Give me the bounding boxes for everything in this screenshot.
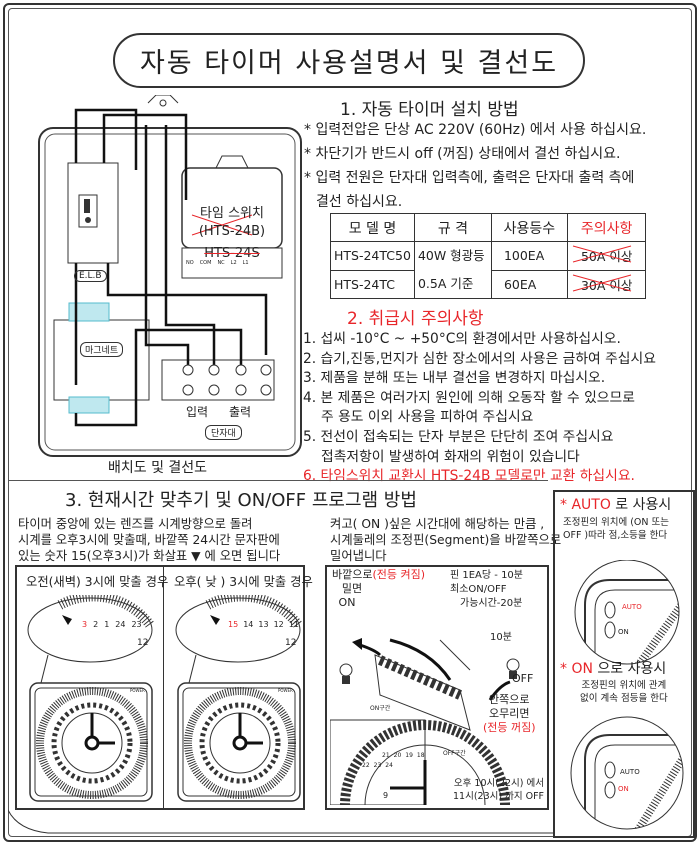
- timer-old-model: HTS-24S: [204, 246, 260, 261]
- mode-panel: [553, 490, 695, 838]
- panel-divider: [163, 565, 164, 810]
- dial-21: 21: [382, 752, 390, 759]
- panel-am-title: 오전(새벽) 3시에 맞출 경우: [26, 575, 169, 589]
- auto-switch-auto-label: AUTO: [622, 603, 642, 611]
- elb-label: E.L.B: [74, 270, 107, 282]
- example-label: 오후 10시(22시) 에서 11시(23시) 까지 OFF: [453, 778, 544, 802]
- bullet-2: * 차단기가 반드시 off (꺼짐) 상태에서 결선 하십시요.: [304, 146, 621, 162]
- magnet-contactor: [53, 302, 150, 414]
- nine-label: 9: [383, 791, 389, 800]
- dial-20: 20: [393, 752, 402, 759]
- ten-min-label: 10분: [490, 632, 512, 643]
- dial-14: 14: [243, 620, 254, 629]
- off-label: OFF: [512, 672, 534, 685]
- terminal-nc: NC: [217, 260, 225, 266]
- on-desc: 조정핀의 위치에 관계 없이 계속 점등을 한다: [580, 680, 668, 704]
- segment-panel: [325, 565, 549, 810]
- page-title: 자동 타이머 사용설명서 및 결선도: [113, 33, 585, 88]
- auto-heading: * AUTO 로 사용시: [560, 497, 672, 513]
- on-switch-illustration: [570, 716, 684, 830]
- terminal-com: COM: [199, 260, 212, 266]
- elb-breaker: [67, 162, 119, 264]
- push-out-label: 바깥으로(전등 켜짐) 밀면 ON: [332, 568, 426, 609]
- caution-6: 6. 타임스위치 교환시 HTS-24B 모델로만 교환 하십시요.: [303, 468, 635, 485]
- auto-switch-on-label: ON: [618, 628, 629, 636]
- mid-text-3: 밀어냅니다: [330, 549, 387, 563]
- bullet-3-cont: 결선 하십시요.: [316, 194, 403, 210]
- off-zone-label: OFF구간: [443, 750, 466, 757]
- caution-5: 5. 전선이 접속되는 단자 부분은 단단히 조여 주십시요: [303, 428, 614, 445]
- clock-pm-illustration: [175, 595, 303, 802]
- timer-unit: [181, 155, 283, 279]
- bottom-curve: [8, 809, 553, 834]
- terminal-no: NO: [186, 260, 194, 266]
- left-text-3: 있는 숫자 15(오후3시)가 화살표 ▼ 에 오면 됩니다: [18, 549, 281, 563]
- dial-12: 12: [273, 620, 284, 629]
- mid-text-1: 켜고( ON )싶은 시간대에 해당하는 만큼 ,: [330, 517, 545, 531]
- caution-4-cont: 주 용도 이외 사용을 피하여 주십시요: [321, 409, 534, 426]
- mid-text-2: 시계둘레의 조정핀(Segment)을 바깥쪽으로: [330, 533, 562, 547]
- auto-desc: 조정핀의 위치에 (ON 또는 OFF )따라 점,소등을 한다: [563, 517, 670, 541]
- inner-frame: [8, 8, 692, 837]
- dial-19: 19: [405, 752, 413, 759]
- on-heading: * ON 으로 사용시: [560, 661, 667, 677]
- dial-24: 24: [385, 762, 393, 769]
- auto-switch-illustration: [574, 560, 680, 665]
- pin-info: 핀 1EA당 - 10분 최소ON/OFF 가능시간-20분: [450, 570, 523, 609]
- caution-1: 1. 섭씨 -10°C ~ +50°C의 환경에서만 사용하십시오.: [303, 331, 621, 347]
- hour-12-pm: 12: [285, 638, 297, 648]
- section1-heading: 1. 자동 타이머 설치 방법: [340, 100, 519, 120]
- timer-name: 타임 스위치: [200, 206, 264, 221]
- clock-panels: [15, 565, 305, 810]
- wiring-diagram: [38, 95, 302, 457]
- dial-3: 3: [82, 620, 88, 629]
- section2-heading: 2. 취급시 주의사항: [347, 309, 484, 329]
- dial-1: 1: [104, 620, 110, 629]
- input-label: 입력: [186, 405, 209, 419]
- caution-2: 2. 습기,진동,먼지가 심한 장소에서의 사용은 금하여 주십시요: [303, 350, 656, 367]
- caution-4: 4. 본 제품은 여러가지 원인에 의해 오동작 할 수 있으므로: [303, 389, 635, 406]
- dial-11: 11: [288, 620, 299, 629]
- caution-5-cont: 접촉저항이 발생하여 화재의 위험이 있습니다: [321, 448, 580, 465]
- caution-3: 3. 제품을 분해 또는 내부 결선을 변경하지 마십시오.: [303, 370, 606, 387]
- clock-am-illustration: [27, 595, 155, 802]
- dial-22: 22: [362, 762, 370, 769]
- output-label: 출력: [229, 405, 252, 419]
- segment-illustration: [330, 638, 520, 805]
- dial-15: 15: [228, 620, 239, 629]
- left-text-2: 시계를 오후3시에 맞출때, 바깥쪽 24시간 문자판에: [18, 533, 280, 547]
- push-in-label: 안쪽으로 오무리면 (전등 꺼짐): [483, 693, 536, 734]
- dial-18: 18: [416, 752, 425, 759]
- panel-pm-title: 오후( 낮 ) 3시에 맞출 경우: [174, 575, 313, 589]
- dial-23: 23: [131, 620, 142, 629]
- dial-23: 23: [373, 762, 382, 769]
- dial-24: 24: [115, 620, 126, 629]
- outer-frame: [3, 3, 697, 842]
- dial-2: 2: [93, 620, 99, 629]
- power-label-am: POWER: [130, 688, 145, 693]
- terminal-block: [161, 359, 275, 401]
- left-text-1: 타이머 중앙에 있는 렌즈를 시계방향으로 돌려: [18, 517, 253, 531]
- section3-heading: 3. 현재시간 맞추기 및 ON/OFF 프로그램 방법: [65, 490, 417, 511]
- dial-13: 13: [258, 620, 269, 629]
- terminal-l2: L2: [230, 260, 237, 266]
- terminal-l1: L1: [242, 260, 249, 266]
- on-switch-auto-label: AUTO: [620, 768, 640, 776]
- on-zone-label: ON구간: [370, 705, 391, 712]
- on-switch-on-label: ON: [618, 785, 629, 793]
- bullet-1: * 입력전압은 단상 AC 220V (60Hz) 에서 사용 하십시요.: [304, 122, 647, 138]
- magnet-label: 마그네트: [80, 342, 124, 357]
- diagram-caption: 배치도 및 결선도: [108, 460, 208, 476]
- bullet-3: * 입력 전원은 단자대 입력측에, 출력은 단자대 출력 측에: [304, 170, 635, 186]
- hour-12-am: 12: [137, 638, 149, 648]
- table-row: HTS-24TC 60EA 30A 이상: [330, 269, 647, 299]
- terminal-block-label: 단자대: [205, 425, 242, 440]
- power-label-pm: POWER: [278, 688, 293, 693]
- timer-model: (HTS-24B): [198, 224, 266, 239]
- table-header: 모 델 명 규 격 사용등수 주의사항: [330, 213, 647, 242]
- divider: [8, 480, 548, 481]
